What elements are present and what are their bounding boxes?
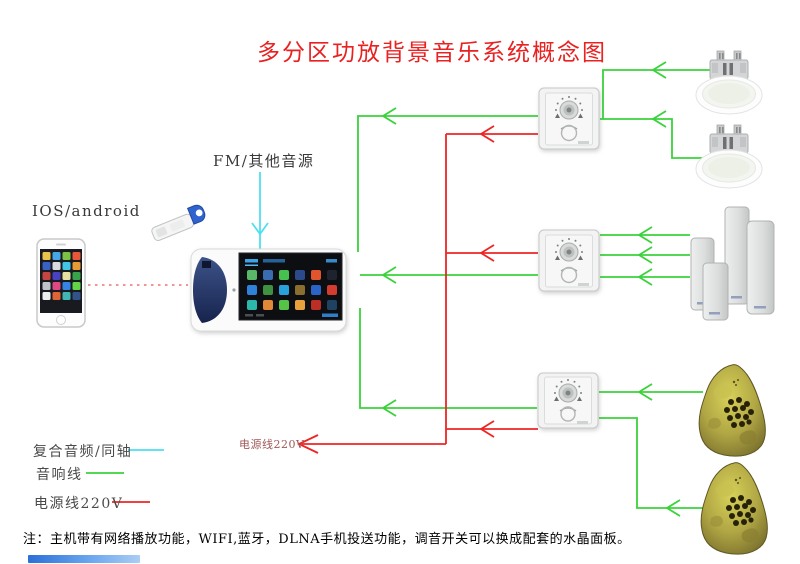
footnote: 注：主机带有网络播放功能，WIFI,蓝牙，DLNA手机投送功能，调音开关可以换成… [23, 532, 631, 547]
arrow-left-icon [665, 499, 681, 517]
rock-grille [724, 397, 754, 428]
power-branch-label: 电源线220V [239, 438, 305, 451]
smartphone-icon [36, 238, 86, 328]
volume-switch-zone3 [537, 372, 599, 430]
rock-speaker-1 [692, 360, 776, 460]
legend-power-label: 电源线220V [34, 496, 124, 512]
arrow-left-icon [479, 420, 495, 438]
legend-lines [86, 449, 164, 503]
usb-dongle-icon [148, 198, 214, 246]
arrow-left-icon [381, 266, 397, 284]
volume-switch-zone2 [538, 229, 600, 293]
arrow-left-icon [651, 110, 667, 128]
selector-dial [560, 406, 576, 422]
os-label: IOS/android [32, 202, 141, 220]
arrow-left-icon [637, 268, 653, 286]
selector-dial [560, 124, 578, 142]
power-wires [296, 125, 538, 454]
legend-coax-label: 复合音频/同轴 [33, 444, 133, 460]
selector-dial [560, 266, 578, 284]
arrow-left-icon [479, 244, 495, 262]
page-title: 多分区功放背景音乐系统概念图 [257, 40, 607, 66]
arrow-left-icon [637, 383, 653, 401]
ceiling-speaker-2 [694, 124, 764, 190]
rock-speaker-2 [694, 458, 778, 558]
arrow-left-icon [479, 125, 495, 143]
arrow-left-icon [637, 226, 653, 244]
host-controller [190, 246, 348, 334]
host-side-grille [193, 257, 227, 323]
arrow-left-icon [381, 399, 397, 417]
ceiling-speaker-1 [694, 50, 764, 116]
arrow-left-icon [296, 434, 319, 454]
coax-wire-fm [251, 172, 269, 250]
rock-grille [726, 495, 756, 526]
column-speakers [686, 202, 792, 322]
bottom-watermark-strip [28, 555, 140, 563]
arrow-left-icon [637, 246, 653, 264]
legend-audio-label: 音响线 [36, 467, 83, 483]
fm-source-label: FM/其他音源 [213, 152, 315, 170]
arrow-left-icon [381, 107, 397, 125]
audio-wires [357, 61, 712, 517]
volume-switch-zone1 [538, 87, 600, 151]
arrow-down-icon [251, 222, 269, 236]
arrow-left-icon [651, 61, 667, 79]
